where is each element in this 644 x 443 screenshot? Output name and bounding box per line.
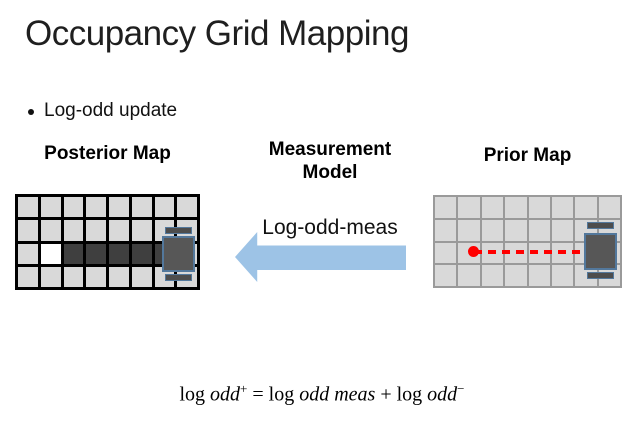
measurement-model-label: Measurement Model	[268, 139, 392, 184]
grid-cell	[18, 220, 38, 241]
grid-cell	[528, 197, 550, 218]
formula-log-3: log	[396, 383, 423, 406]
formula-equals: =	[247, 383, 269, 406]
posterior-robot-wheel	[165, 274, 192, 281]
grid-cell	[63, 243, 84, 264]
grid-cell	[18, 197, 38, 218]
grid-cell	[528, 219, 550, 241]
grid-cell	[458, 265, 480, 286]
grid-cell	[481, 265, 504, 286]
grid-cell	[598, 197, 620, 218]
formula-log-1: log	[179, 383, 206, 406]
grid-cell	[86, 220, 106, 241]
posterior-robot-wheel	[165, 227, 192, 234]
grid-cell	[505, 197, 527, 218]
prior-robot-wheel	[587, 272, 614, 279]
formula-sup-minus: −	[457, 381, 465, 396]
grid-cell	[575, 265, 597, 286]
grid-cell	[435, 265, 457, 286]
scan-ray-dashed-line	[474, 250, 584, 254]
grid-cell	[131, 243, 152, 264]
grid-cell	[40, 266, 61, 287]
grid-cell	[109, 243, 129, 264]
formula-plus: +	[375, 383, 397, 406]
grid-cell	[40, 243, 61, 264]
grid-cell	[551, 265, 574, 286]
posterior-robot	[162, 236, 195, 272]
grid-cell	[575, 197, 597, 218]
grid-cell	[481, 197, 504, 218]
prior-map-label: Prior Map	[483, 145, 572, 166]
grid-cell	[109, 220, 129, 241]
grid-cell	[458, 219, 480, 241]
grid-cell	[63, 197, 84, 218]
bullet-text: Log-odd update	[44, 100, 178, 121]
grid-cell	[551, 197, 574, 218]
grid-cell	[86, 266, 106, 287]
grid-cell	[63, 266, 84, 287]
grid-cell	[18, 243, 38, 264]
grid-cell	[131, 220, 152, 241]
grid-cell	[177, 197, 197, 218]
grid-cell	[109, 197, 129, 218]
grid-cell	[435, 242, 457, 264]
posterior-map-label: Posterior Map	[44, 143, 171, 164]
prior-robot	[584, 233, 617, 270]
grid-cell	[40, 197, 61, 218]
grid-cell	[528, 265, 550, 286]
grid-cell	[63, 220, 84, 241]
grid-cell	[481, 219, 504, 241]
slide-title: Occupancy Grid Mapping	[25, 14, 409, 53]
grid-cell	[435, 219, 457, 241]
formula-var-3: odd	[427, 383, 458, 406]
formula-sup-plus: +	[240, 381, 248, 396]
grid-cell	[154, 220, 175, 241]
grid-cell	[458, 197, 480, 218]
grid-cell	[551, 219, 574, 241]
scan-origin-dot	[468, 246, 479, 257]
grid-cell	[131, 266, 152, 287]
formula-var-1: odd	[210, 383, 241, 406]
grid-cell	[505, 265, 527, 286]
grid-cell	[505, 219, 527, 241]
grid-cell	[435, 197, 457, 218]
grid-cell	[131, 197, 152, 218]
bullet-item: Log-odd update	[28, 100, 177, 122]
grid-cell	[86, 197, 106, 218]
formula-var-2: odd meas	[299, 383, 376, 406]
bullet-marker-icon	[28, 109, 34, 115]
prior-robot-wheel	[587, 222, 614, 229]
grid-cell	[154, 197, 175, 218]
formula-log-2: log	[268, 383, 295, 406]
log-odd-update-formula: log odd+ = log odd meas + log odd−	[0, 381, 644, 407]
grid-cell	[86, 243, 106, 264]
grid-cell	[109, 266, 129, 287]
grid-cell	[40, 220, 61, 241]
log-odd-meas-label: Log-odd-meas	[262, 216, 398, 239]
grid-cell	[18, 266, 38, 287]
